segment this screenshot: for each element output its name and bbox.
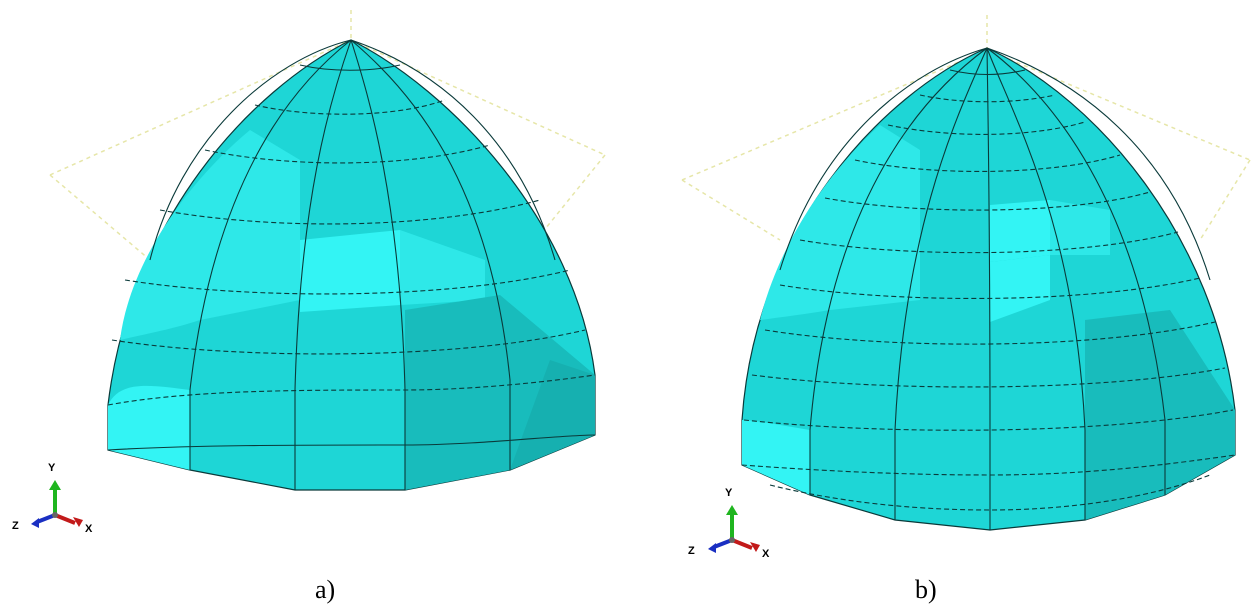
triad-origin bbox=[52, 512, 58, 518]
mesh-lines-b bbox=[741, 47, 1236, 530]
x-axis-arrow bbox=[731, 538, 753, 550]
caption-b: b) bbox=[915, 575, 937, 604]
axis-triad-a bbox=[31, 480, 83, 528]
y-axis-label-b: Y bbox=[725, 487, 733, 499]
triad-origin bbox=[729, 537, 735, 543]
y-axis-label-a: Y bbox=[48, 462, 56, 474]
z-axis-label-b: Z bbox=[688, 545, 695, 557]
x-axis-label-b: X bbox=[762, 548, 770, 560]
z-axis-arrowhead bbox=[31, 518, 39, 528]
mesh-view-a bbox=[49, 10, 606, 491]
axis-triad-b bbox=[708, 505, 760, 553]
y-axis-arrowhead bbox=[49, 480, 61, 490]
z-axis-arrowhead bbox=[708, 543, 716, 553]
panel-a: Y Z X a) bbox=[12, 10, 606, 604]
shaded-faces-a bbox=[108, 130, 595, 490]
y-axis-arrowhead bbox=[726, 505, 738, 515]
panel-b: Y Z X b) bbox=[630, 0, 1255, 612]
z-axis-arrow bbox=[36, 513, 56, 524]
guide-lines-b bbox=[681, 15, 1251, 330]
x-axis-arrowhead bbox=[73, 517, 83, 527]
mesh-view-b bbox=[681, 15, 1251, 531]
x-axis-arrowhead bbox=[750, 542, 760, 552]
x-axis-label-a: X bbox=[85, 523, 93, 535]
z-axis-label-a: Z bbox=[12, 520, 19, 532]
x-axis-arrow bbox=[54, 513, 76, 525]
z-axis-arrow bbox=[713, 538, 733, 549]
caption-a: a) bbox=[315, 575, 336, 604]
mesh-lines-a bbox=[107, 39, 596, 490]
